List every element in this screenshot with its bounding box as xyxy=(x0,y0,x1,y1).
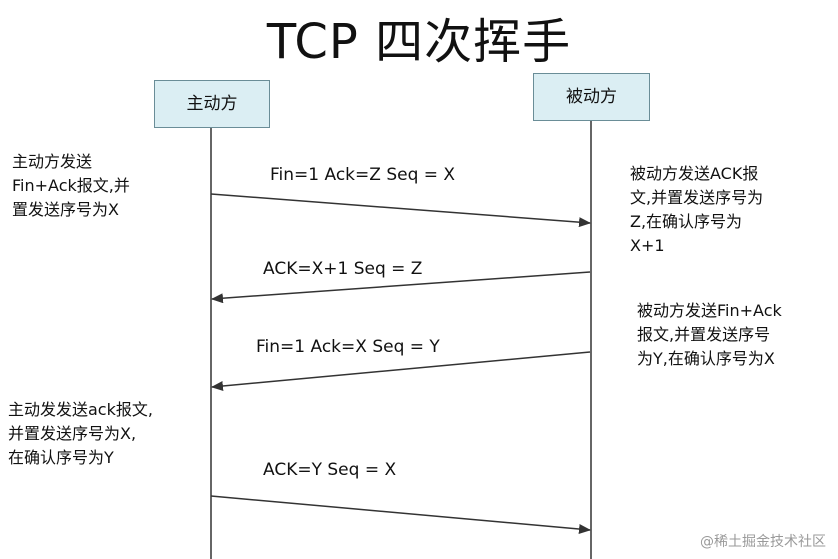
message-label-3: Fin=1 Ack=X Seq = Y xyxy=(256,337,440,357)
message-arrow-3 xyxy=(211,351,591,391)
note-passive-1: 被动方发送ACK报 文,并置发送序号为 Z,在确认序号为 X+1 xyxy=(630,164,764,255)
message-label-1: Fin=1 Ack=Z Seq = X xyxy=(270,165,456,185)
actor-active: 主动方 xyxy=(154,80,270,128)
message-arrow-4 xyxy=(210,495,591,534)
actor-passive: 被动方 xyxy=(533,73,650,121)
message-arrow-1 xyxy=(210,193,591,228)
message-label-2: ACK=X+1 Seq = Z xyxy=(263,259,423,279)
note-passive-2: 被动方发送Fin+Ack 报文,并置发送序号 为Y,在确认序号为X xyxy=(637,301,782,368)
watermark: @稀土掘金技术社区 xyxy=(700,534,826,550)
message-label-4: ACK=Y Seq = X xyxy=(263,460,397,480)
diagram-title: TCP 四次挥手 xyxy=(266,14,572,70)
note-active-2: 主动发发送ack报文, 并置发送序号为X, 在确认序号为Y xyxy=(8,400,153,467)
note-active-1: 主动方发送 Fin+Ack报文,并 置发送序号为X xyxy=(12,152,130,219)
message-arrow-2 xyxy=(211,271,591,304)
